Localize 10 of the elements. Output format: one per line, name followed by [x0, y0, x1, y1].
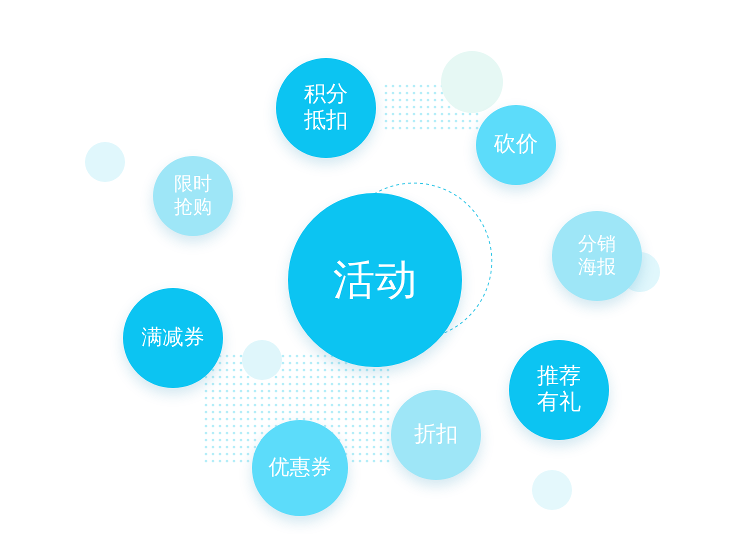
- activity-label: 推荐有礼: [536, 364, 582, 416]
- activity-label: 优惠券: [268, 455, 332, 481]
- activity-circle: [252, 420, 348, 516]
- activity-label: 砍价: [493, 132, 539, 158]
- activity-label: 活动: [332, 254, 418, 306]
- activity-label: 积分抵扣: [303, 82, 349, 134]
- activity-label: 满减券: [140, 325, 206, 351]
- activity-label: 限时抢购: [173, 173, 213, 219]
- activity-label: 折扣: [413, 422, 459, 448]
- activity-label: 分销海报: [577, 233, 617, 279]
